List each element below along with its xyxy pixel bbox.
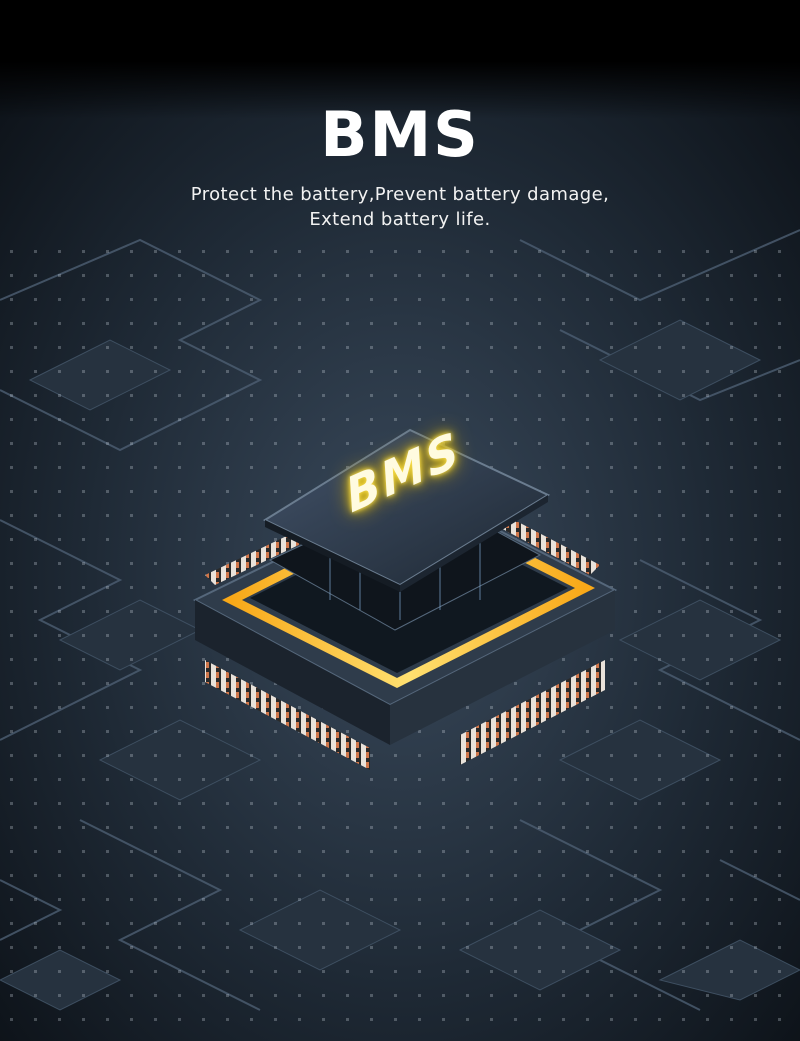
page-title: BMS bbox=[320, 98, 480, 171]
tagline-line-2: Extend battery life. bbox=[309, 209, 491, 230]
tagline-line-1: Protect the battery,Prevent battery dama… bbox=[190, 184, 610, 205]
tagline: Protect the battery,Prevent battery dama… bbox=[0, 182, 800, 232]
